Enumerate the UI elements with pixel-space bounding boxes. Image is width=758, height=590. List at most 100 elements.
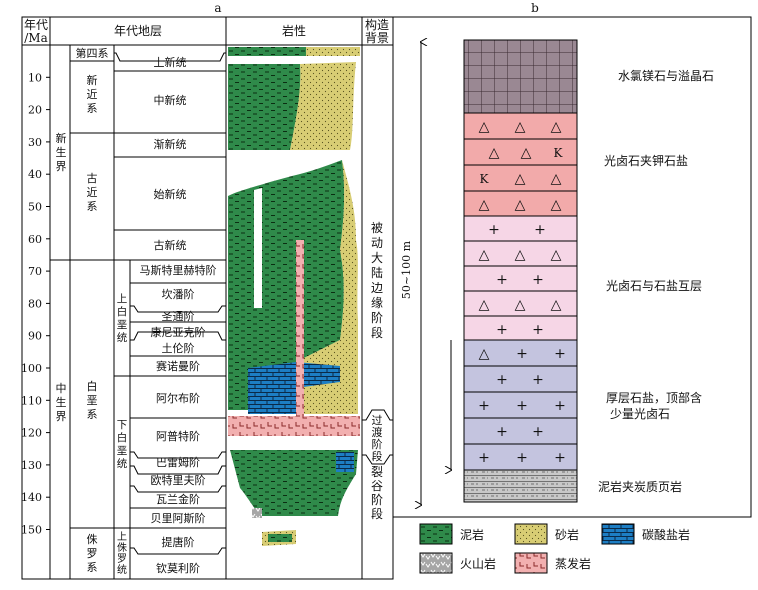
legend-label-volcanic: 火山岩 [460,556,496,571]
salt-symbol: + [532,272,544,288]
system-char: 系 [87,200,98,213]
erathem-cenozoic: 新生界 [56,131,67,173]
salt-symbol: △ [479,247,490,263]
system-neogene: 新近系 [87,73,98,115]
tectonic-char: 阶 [371,311,383,325]
salt-symbol: △ [515,119,526,135]
salt-symbol: △ [515,247,526,263]
system-char: 系 [87,102,98,115]
system-char: 白 [87,379,98,393]
salt-symbol: △ [479,119,490,135]
unit-barremian: 巴雷姆阶 [156,455,200,469]
unit-maastrichtian: 马斯特里赫特阶 [140,263,217,277]
salt-symbol: △ [479,197,490,213]
system-char: 古 [87,172,98,185]
system-char: 近 [87,88,98,101]
series-char: 统 [117,457,128,470]
unit-eocene: 始新统 [154,187,187,201]
unit-oligocene: 渐新统 [154,137,187,151]
system-char: 近 [87,186,98,199]
salt-symbol: + [554,450,566,466]
salt-symbol: △ [515,297,526,313]
tectonic-char: 缘 [371,296,383,310]
lithology-column [228,47,360,546]
litho-rift-mud [230,450,358,516]
unit-pliocene: 上新统 [154,55,187,69]
legend-label-mudstone: 泥岩 [460,527,484,542]
system-char: 系 [87,561,98,574]
legend: 泥岩 砂岩 碳酸盐岩 火山岩 蒸发岩 [419,523,690,574]
series-char: 垩 [117,445,128,457]
salt-symbol: △ [521,145,532,161]
litho-evaporite-band [228,416,360,436]
series-char: 侏 [117,542,127,554]
salt-symbol: + [516,398,528,414]
panel-b-frame [392,16,752,518]
litho-rift-carbonate [336,452,354,472]
unit-albian: 阿尔布阶 [156,391,200,405]
erathem-char: 界 [56,410,67,423]
age-tick-label: 140 [21,491,42,504]
unit-valanginian: 瓦兰金阶 [156,492,200,506]
series-char: 罗 [117,553,127,565]
system-jurassic: 侏罗系 [87,533,98,574]
header-tectonic-line2: 背景 [365,31,389,45]
series-char: 统 [117,563,127,576]
salt-symbol: + [496,372,508,388]
legend-label-sandstone: 砂岩 [555,527,579,542]
panel-label-a: a [214,1,221,15]
system-char: 系 [87,408,98,421]
age-tick-label: 50 [28,201,42,214]
litho-quaternary-mud [228,47,306,56]
unit-hauterivian: 欧特里夫阶 [151,473,206,487]
tectonic-char: 谷 [371,479,383,493]
header-age-line1: 年代 [24,18,48,32]
salt-symbol: △ [515,171,526,187]
age-tick-label: 10 [28,71,42,84]
unit-aptian: 阿普特阶 [156,429,200,443]
header-tectonic-line1: 构造 [365,17,389,32]
tectonic-char: 段 [372,449,383,463]
system-char: 侏 [87,533,98,546]
system-cretaceous: 白垩系 [87,379,98,421]
unit-coniacian: 康尼亚克阶 [151,325,206,339]
tectonic-char: 过 [372,414,383,427]
unit-santonian: 圣通阶 [162,309,195,323]
salt-symbol: + [532,372,544,388]
label-carnallite-sylvite: 光卤石夹钾石盐 [604,154,688,168]
salt-symbol: + [478,450,490,466]
salt-symbol: △ [551,197,562,213]
erathem-char: 界 [56,160,67,173]
layer-bischofite [463,39,578,114]
tectonic-char: 阶 [372,437,383,451]
legend-swatch-volcanic [419,552,453,574]
salt-column: △△△△△KK△△△△△++△△△++△△△++△++++++++++++ [463,39,578,503]
system-paleogene: 古近系 [87,172,98,213]
system-char: 垩 [87,394,98,407]
tectonic-char: 陆 [371,265,383,280]
header-lithology: 岩性 [282,23,306,38]
series-char: 统 [117,331,128,344]
unit-berriasian: 贝里阿斯阶 [151,511,206,525]
litho-quaternary-sand [306,47,360,56]
litho-jurassic-mud [268,534,292,542]
label-halite-line2: 少量光卤石 [610,407,670,421]
legend-label-evaporite: 蒸发岩 [555,556,591,571]
erathem-char: 生 [56,145,67,159]
tectonic-char: 大 [371,251,383,265]
salt-symbols: △△△△△KK△△△△△++△△△++△△△++△++++++++++++ [478,119,566,466]
salt-symbol: + [554,346,566,362]
system-char: 罗 [87,547,98,560]
salt-symbol: + [532,322,544,338]
litho-rift-volcanic [252,508,262,518]
tectonic-char: 段 [371,325,383,340]
tectonic-char: 段 [371,506,383,521]
layer-carnallite-halite [463,215,578,341]
series-char: 垩 [117,319,128,331]
salt-symbol: K [554,146,564,160]
salt-symbol: △ [551,297,562,313]
